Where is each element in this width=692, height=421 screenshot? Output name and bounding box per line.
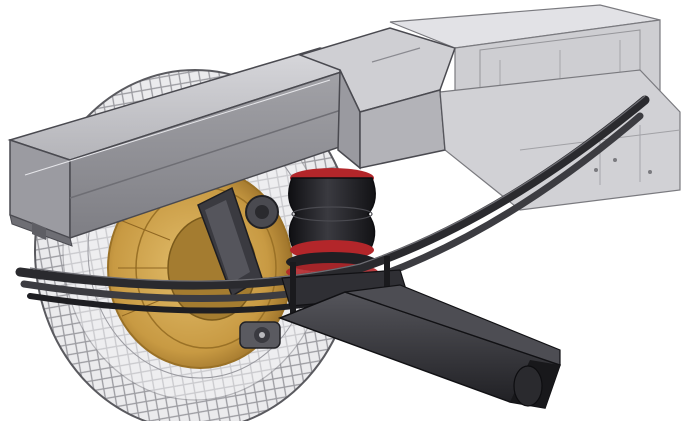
frame-crossmember: [297, 27, 456, 170]
frame-rail-far: [389, 4, 681, 211]
shock-absorber: [197, 186, 279, 298]
spring-shackle: [239, 321, 281, 349]
chassis-frame-rail: [7, 47, 375, 247]
axle-beam: [277, 284, 561, 409]
